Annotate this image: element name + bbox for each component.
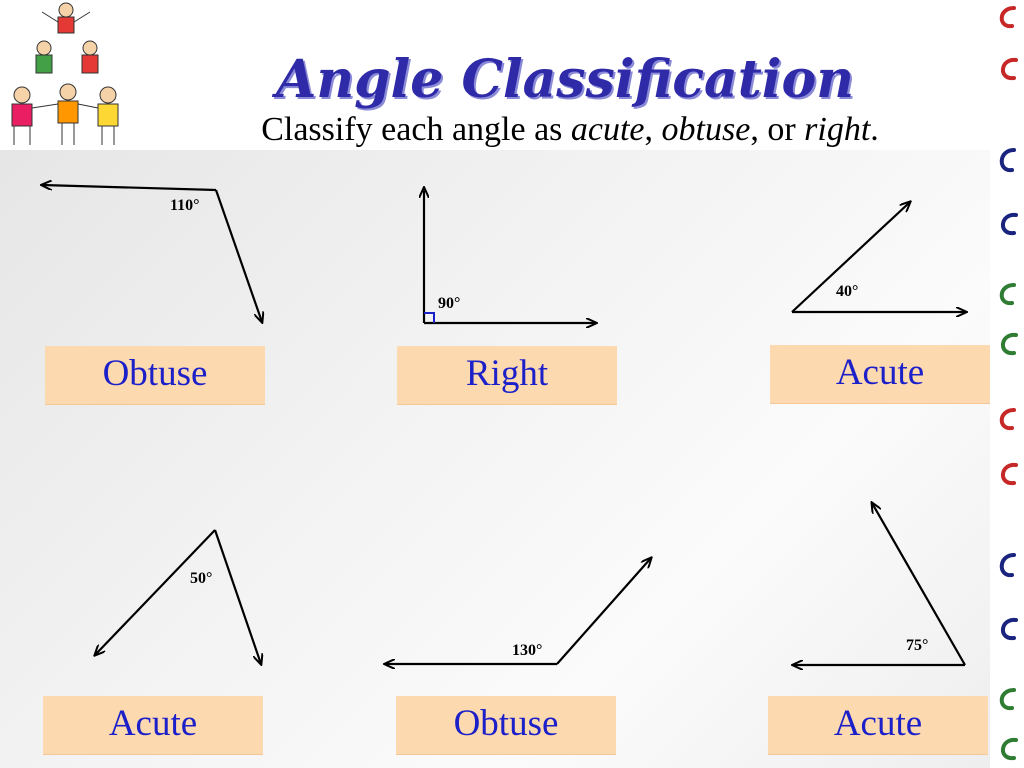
angle-4-degree-label: 50° (190, 570, 213, 587)
instruction-term-right: right (804, 111, 871, 148)
instruction-suffix: . (870, 111, 879, 148)
angle-90-diagram (424, 188, 596, 323)
instruction-prefix: Classify each angle as (261, 111, 571, 148)
instruction-sep-2: , or (750, 111, 805, 148)
answer-box-2[interactable]: Right (397, 346, 617, 405)
answer-box-3[interactable]: Acute (770, 345, 990, 404)
page-title: Angle Classification (275, 49, 855, 110)
angle-50-diagram (95, 529, 261, 664)
angle-2-degree-label: 90° (438, 295, 461, 312)
answer-box-1[interactable]: Obtuse (45, 346, 265, 405)
angle-40-diagram (791, 202, 966, 312)
angle-130-diagram (385, 558, 651, 664)
angle-1-degree-label: 110° (170, 197, 200, 214)
swirl-border-decoration-icon (999, 6, 1018, 761)
answer-box-6[interactable]: Acute (768, 696, 988, 755)
children-pyramid-clipart-icon (11, 2, 119, 145)
right-angle-marker-icon (424, 312, 435, 323)
angle-5-degree-label: 130° (512, 642, 543, 659)
instruction-text: Classify each angle as acute, obtuse, or… (150, 108, 990, 152)
angle-75-diagram (793, 503, 966, 665)
instruction-term-obtuse: obtuse (661, 111, 751, 148)
angle-110-diagram (42, 185, 262, 322)
instruction-sep-1: , (644, 111, 662, 148)
angle-3-degree-label: 40° (836, 283, 859, 300)
answer-box-4[interactable]: Acute (43, 696, 263, 755)
instruction-term-acute: acute (570, 111, 645, 148)
angle-6-degree-label: 75° (906, 637, 929, 654)
answer-box-5[interactable]: Obtuse (396, 696, 616, 755)
